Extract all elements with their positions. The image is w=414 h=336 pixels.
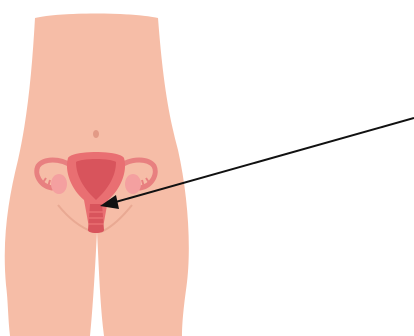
navel	[93, 130, 99, 138]
ovary-right	[125, 174, 141, 194]
ovary-left	[51, 174, 67, 194]
